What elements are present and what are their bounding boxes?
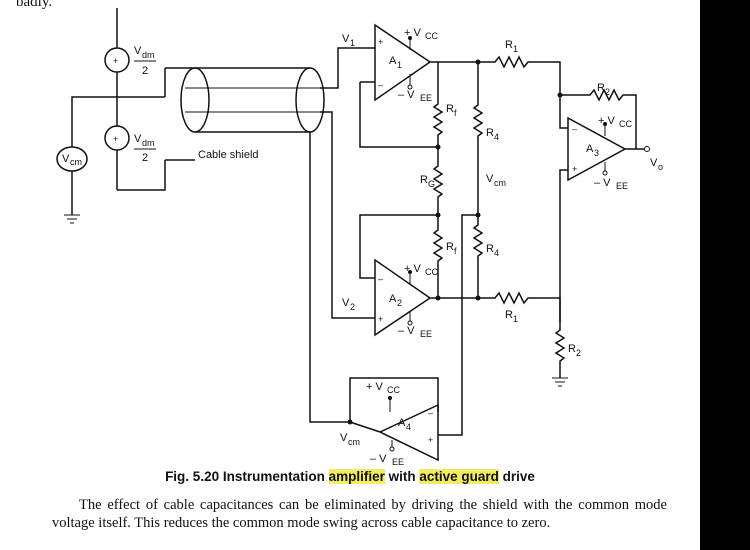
a2-label: A <box>389 293 397 305</box>
rf-sub-top: f <box>454 108 457 118</box>
vdm-sub: dm <box>142 50 155 60</box>
vcc-sub: CC <box>387 385 400 395</box>
r4-label-bottom: R <box>486 243 494 255</box>
plus-sign: + <box>378 37 383 47</box>
vcm-node-label: V <box>486 173 494 185</box>
vcc-label: + V <box>598 115 615 127</box>
plus-sign: + <box>572 164 577 174</box>
vdm-label: V <box>134 133 142 145</box>
minus-sign: – <box>378 274 383 284</box>
vcm-guard-label: V <box>340 432 348 444</box>
v1-label: V <box>342 33 350 45</box>
vee-label: – V <box>594 177 611 189</box>
vee-sub: EE <box>392 457 404 465</box>
opamp-a2: – + A 2 + V CC – V EE <box>374 258 438 339</box>
vcc-label: + V <box>404 27 421 39</box>
a4-sub: 4 <box>406 422 411 432</box>
vcc-sub: CC <box>425 31 438 41</box>
r2-label-top: R <box>597 82 605 94</box>
v1-sub: 1 <box>350 38 355 48</box>
caption-prefix: Fig. 5.20 Instrumentation <box>165 469 329 484</box>
rf-label-top: R <box>446 103 454 115</box>
vdm-source-top: + V dm 2 <box>104 45 156 77</box>
caption-middle: with <box>384 469 420 484</box>
a3-label: A <box>586 143 594 155</box>
minus-sign: – <box>428 408 433 418</box>
plus-sign: + <box>378 314 383 324</box>
minus-sign: – <box>378 80 383 90</box>
vcm-guard-sub: cm <box>348 437 360 447</box>
v2-sub: 2 <box>350 302 355 312</box>
instrumentation-amplifier-diagram: + V dm 2 + V dm 2 V cm <box>56 8 663 465</box>
vdm-label: V <box>134 45 142 57</box>
caption-suffix: drive <box>498 469 535 484</box>
caption-highlight-active-guard: active guard <box>419 469 499 484</box>
plus-sign: + <box>428 435 433 445</box>
r2-sub-top: 2 <box>605 87 610 97</box>
cable-shield-label: Cable shield <box>198 149 259 161</box>
caption-highlight-amplifier: amplifier <box>328 469 385 484</box>
vcm-source: V cm <box>56 146 88 172</box>
vdm-sub: dm <box>142 138 155 148</box>
r4-sub-bottom: 4 <box>494 248 499 258</box>
vcc-sub: CC <box>619 119 632 129</box>
vcm-src-label: V <box>62 153 70 165</box>
a1-label: A <box>389 55 397 67</box>
source-network <box>64 8 166 224</box>
vee-sub: EE <box>616 181 628 191</box>
v2-label: V <box>342 297 350 309</box>
opamp-a1: + – A 1 + V CC – V EE <box>374 23 438 103</box>
vdm-source-bottom: + V dm 2 <box>104 125 156 164</box>
r4-sub-top: 4 <box>494 132 499 142</box>
r1-sub-top: 1 <box>513 44 518 54</box>
r2-sub-bottom: 2 <box>576 348 581 358</box>
vee-label: – V <box>370 453 387 465</box>
rg-label: R <box>420 174 428 186</box>
partial-top-text: badly. <box>16 0 53 10</box>
book-page: badly. + V dm 2 + <box>0 0 700 550</box>
r1-sub-bottom: 1 <box>513 314 518 324</box>
vcc-label: + V <box>404 263 421 275</box>
a4-label: A <box>398 417 406 429</box>
minus-sign: – <box>572 124 577 134</box>
r4-label-top: R <box>486 127 494 139</box>
opamp-a4-guard: – + A 4 + V CC – V EE <box>366 381 439 465</box>
r2-label-bottom: R <box>568 343 576 355</box>
vcm-node-sub: cm <box>494 178 506 188</box>
r1-label-top: R <box>505 39 513 51</box>
vo-label: V <box>650 157 658 169</box>
vcm-src-sub: cm <box>70 157 82 167</box>
vcc-sub: CC <box>425 267 438 277</box>
vee-label: – V <box>398 325 415 337</box>
body-paragraph: The effect of cable capacitances can be … <box>52 497 667 531</box>
cable-shield: Cable shield <box>164 47 375 423</box>
figure-caption: Fig. 5.20 Instrumentation amplifier with… <box>0 469 700 484</box>
opamp-a3: – + A 3 + V CC – V EE <box>567 115 632 191</box>
r1-label-bottom: R <box>505 309 513 321</box>
plus-sign: + <box>113 56 118 66</box>
a3-sub: 3 <box>594 148 599 158</box>
rf-sub-bottom: f <box>454 246 457 256</box>
vdm-den: 2 <box>142 65 148 77</box>
vee-sub: EE <box>420 93 432 103</box>
a1-sub: 1 <box>397 60 402 70</box>
vo-sub: o <box>658 162 663 172</box>
vee-sub: EE <box>420 329 432 339</box>
a2-sub: 2 <box>397 298 402 308</box>
vcc-label: + V <box>366 381 383 393</box>
rf-label-bottom: R <box>446 241 454 253</box>
vee-label: – V <box>398 89 415 101</box>
plus-sign: + <box>113 134 118 144</box>
vdm-den: 2 <box>142 152 148 164</box>
rg-sub: G <box>428 179 435 189</box>
